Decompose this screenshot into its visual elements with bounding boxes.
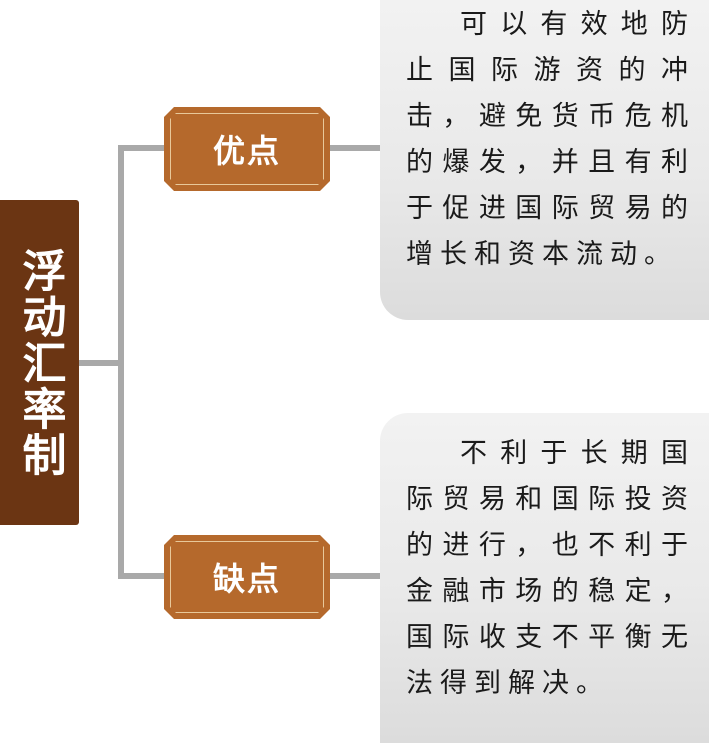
branch-disadvantages-label: 缺点 bbox=[212, 560, 281, 598]
branch-advantages-label: 优点 bbox=[212, 132, 281, 170]
connector-vertical-trunk bbox=[118, 145, 124, 579]
root-label: 浮动汇率制 bbox=[14, 247, 66, 478]
root-node: 浮动汇率制 bbox=[0, 200, 79, 525]
connector-advantages-to-box bbox=[328, 145, 382, 151]
advantages-description: 可以有效地防止国际游资的冲击，避免货币危机的爆发，并且有利于促进国际贸易的增长和… bbox=[406, 9, 695, 270]
branch-advantages: 优点 bbox=[164, 107, 330, 191]
disadvantages-description-box: 不利于长期国际贸易和国际投资的进行，也不利于金融市场的稳定，国际收支不平衡无法得… bbox=[380, 413, 709, 743]
connector-to-disadvantages bbox=[118, 573, 166, 579]
connector-root-stem bbox=[79, 360, 124, 366]
connector-to-advantages bbox=[118, 145, 166, 151]
disadvantages-description: 不利于长期国际贸易和国际投资的进行，也不利于金融市场的稳定，国际收支不平衡无法得… bbox=[406, 438, 695, 699]
connector-disadvantages-to-box bbox=[328, 573, 382, 579]
branch-disadvantages: 缺点 bbox=[164, 535, 330, 619]
advantages-description-box: 可以有效地防止国际游资的冲击，避免货币危机的爆发，并且有利于促进国际贸易的增长和… bbox=[380, 0, 709, 320]
